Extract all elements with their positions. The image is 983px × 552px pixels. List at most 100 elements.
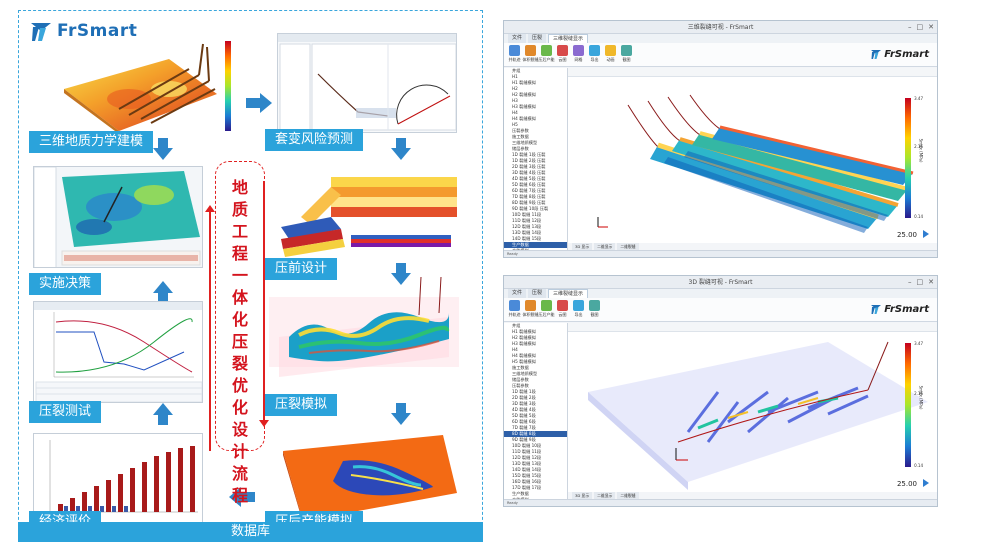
ribbon-button[interactable]: 井轨迹 xyxy=(508,45,521,64)
bottom-tab[interactable]: 二维裂缝 xyxy=(617,492,639,499)
tree-item[interactable]: 5D 裂缝 5段 xyxy=(512,413,536,418)
tree-item[interactable]: 1D 裂缝 1段 xyxy=(512,389,536,394)
3d-viewport[interactable]: Smax (MPa) 3.47 2.16 0.14 25.00 xyxy=(568,323,937,492)
tree-item[interactable]: 9D 裂缝 10段 压裂 xyxy=(512,206,549,211)
tree-item[interactable]: 4D 裂缝 4段 xyxy=(512,407,536,412)
tree-item[interactable]: 7D 裂缝 8段 压裂 xyxy=(512,194,546,199)
tree-item[interactable]: 生产数据 xyxy=(504,242,567,248)
tree-item[interactable]: 1D 裂缝 1段 压裂 xyxy=(512,152,546,157)
tree-item[interactable]: H2 xyxy=(512,86,518,91)
tree-item[interactable]: 施工数据 xyxy=(512,134,529,139)
tree-item[interactable]: 16D 裂缝 16段 xyxy=(512,479,542,484)
tree-item[interactable]: 5D 裂缝 6段 压裂 xyxy=(512,182,546,187)
tree-item[interactable]: H4 xyxy=(512,347,518,352)
tree-item[interactable]: 压裂参数 xyxy=(512,128,529,133)
tree-item[interactable]: 10D 裂缝 10段 xyxy=(512,443,542,448)
ribbon-button[interactable]: 动画 xyxy=(604,45,617,64)
maximize-icon[interactable]: □ xyxy=(916,278,924,286)
tree-item[interactable]: 17D 裂缝 17段 xyxy=(512,485,542,490)
tab-frac[interactable]: 压裂 xyxy=(528,289,547,298)
tree-item[interactable]: 井组 xyxy=(512,68,521,73)
tree-item[interactable]: 施工数据 xyxy=(512,365,529,370)
ribbon-button[interactable]: 截图 xyxy=(620,45,633,64)
tree-item[interactable]: H5 xyxy=(512,122,518,127)
ribbon-button[interactable]: 云图 xyxy=(556,300,569,319)
tree-item[interactable]: 压裂参数 xyxy=(512,383,529,388)
tab-file[interactable]: 文件 xyxy=(508,289,527,298)
tree-item[interactable]: 14D 裂缝 15段 xyxy=(512,236,542,241)
tree-item[interactable]: 10D 裂缝 11段 xyxy=(512,212,542,217)
tree-item[interactable]: 14D 裂缝 14段 xyxy=(512,467,542,472)
tab-3d-display[interactable]: 三维裂缝显示 xyxy=(548,34,589,43)
minimize-icon[interactable]: – xyxy=(908,278,912,286)
tree-item[interactable]: 15D 裂缝 15段 xyxy=(512,473,542,478)
tree-item[interactable]: 12D 裂缝 13段 xyxy=(512,224,542,229)
ribbon-button[interactable]: 网格 xyxy=(572,45,585,64)
tree-item[interactable]: 1D 裂缝 2段 压裂 xyxy=(512,158,546,163)
tree-item[interactable]: H1 裂缝模拟 xyxy=(512,329,536,334)
tree-item[interactable]: H2 裂缝模拟 xyxy=(512,92,536,97)
3d-viewport[interactable]: Smax (MPa) 3.47 2.16 0.14 25.00 xyxy=(568,68,937,243)
tree-item[interactable]: H4 裂缝模拟 xyxy=(512,353,536,358)
tree-item[interactable]: H3 裂缝模拟 xyxy=(512,341,536,346)
tree-item[interactable]: 2D 裂缝 3段 压裂 xyxy=(512,164,546,169)
tree-item[interactable]: H2 裂缝模拟 xyxy=(512,335,536,340)
tree-item[interactable]: 生产数据 xyxy=(512,491,529,496)
ribbon-button[interactable]: 体积裂缝 xyxy=(523,45,539,64)
ribbon-button[interactable]: 压后产能 xyxy=(539,300,555,319)
tree-item[interactable]: 13D 裂缝 13段 xyxy=(512,461,542,466)
tree-item[interactable]: 三维地质模型 xyxy=(512,371,538,376)
tree-item[interactable]: 6D 裂缝 6段 xyxy=(512,419,536,424)
ribbon-button[interactable]: 压后产能 xyxy=(539,45,555,64)
ribbon-button[interactable]: 导出 xyxy=(572,300,585,319)
ribbon-button[interactable]: 井轨迹 xyxy=(508,300,521,319)
ribbon-button[interactable]: 截图 xyxy=(588,300,601,319)
tree-item[interactable]: 11D 裂缝 11段 xyxy=(512,449,542,454)
tree-item[interactable]: H1 裂缝模拟 xyxy=(512,80,536,85)
tree-item[interactable]: 8D 裂缝 8段 xyxy=(504,431,567,437)
bottom-tab[interactable]: 二维显示 xyxy=(594,492,616,499)
tree-item[interactable]: H3 裂缝模拟 xyxy=(512,104,536,109)
tab-frac[interactable]: 压裂 xyxy=(528,34,547,43)
tree-item[interactable]: 4D 裂缝 5段 压裂 xyxy=(512,176,546,181)
bottom-tab[interactable]: 二维裂缝 xyxy=(617,243,639,250)
bottom-tab[interactable]: 3D 显示 xyxy=(572,243,593,250)
tree-item[interactable]: 产能模拟 xyxy=(504,248,567,250)
play-icon[interactable] xyxy=(923,479,929,487)
tree-item[interactable]: 6D 裂缝 7段 压裂 xyxy=(512,188,546,193)
ribbon-button[interactable]: 体积裂缝 xyxy=(523,300,539,319)
bottom-tab[interactable]: 二维显示 xyxy=(594,243,616,250)
tree-item[interactable]: 3D 裂缝 3段 xyxy=(512,401,536,406)
tab-file[interactable]: 文件 xyxy=(508,34,527,43)
tree-item[interactable]: 储层参数 xyxy=(512,146,529,151)
ribbon-button[interactable]: 云图 xyxy=(556,45,569,64)
tree-item[interactable]: 井组 xyxy=(512,323,521,328)
tree-item[interactable]: 7D 裂缝 7段 xyxy=(512,425,536,430)
tree-item[interactable]: 储层参数 xyxy=(512,377,529,382)
tree-item[interactable]: 9D 裂缝 9段 xyxy=(512,437,536,442)
tree-item[interactable]: H1 xyxy=(512,74,518,79)
tree-item[interactable]: H5 裂缝模拟 xyxy=(512,359,536,364)
tree-item[interactable]: 13D 裂缝 14段 xyxy=(512,230,542,235)
process-title-char: 压 xyxy=(231,332,248,351)
tree-item[interactable]: 8D 裂缝 9段 压裂 xyxy=(512,200,546,205)
tab-3d-display[interactable]: 三维裂缝显示 xyxy=(548,289,589,298)
bottom-tab[interactable]: 3D 显示 xyxy=(572,492,593,499)
play-icon[interactable] xyxy=(923,230,929,238)
tree-item[interactable]: 3D 裂缝 4段 压裂 xyxy=(512,170,546,175)
close-icon[interactable]: ✕ xyxy=(928,23,934,31)
tree-item[interactable]: H4 裂缝模拟 xyxy=(512,116,536,121)
tree-item[interactable]: 三维地质模型 xyxy=(512,140,538,145)
minimize-icon[interactable]: – xyxy=(908,23,912,31)
tree-item[interactable]: H4 xyxy=(512,110,518,115)
tree-item[interactable]: 2D 裂缝 2段 xyxy=(512,395,536,400)
ribbon-button[interactable]: 导出 xyxy=(588,45,601,64)
tree-item[interactable]: 11D 裂缝 12段 xyxy=(512,218,542,223)
tree-item[interactable]: H3 xyxy=(512,98,518,103)
close-icon[interactable]: ✕ xyxy=(928,278,934,286)
tree-item[interactable]: 12D 裂缝 12段 xyxy=(512,455,542,460)
maximize-icon[interactable]: □ xyxy=(916,23,924,31)
tree-item[interactable]: 产能模拟 xyxy=(504,497,567,499)
